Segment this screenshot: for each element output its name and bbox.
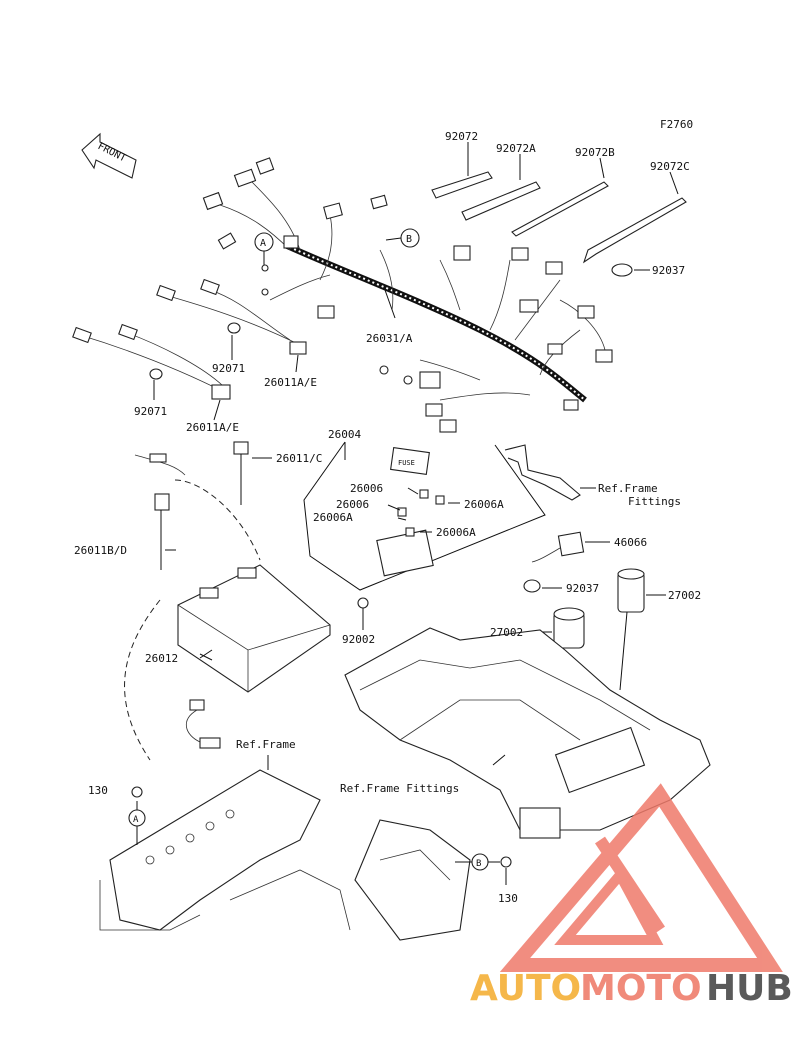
watermark-logo: [499, 783, 783, 972]
label-26006A-2: 26006A: [313, 511, 353, 524]
label-26012: 26012: [145, 652, 178, 665]
label-130-left: 130: [88, 784, 108, 797]
fuse-text: FUSE: [398, 459, 415, 467]
cable-tie-92072: [431, 142, 493, 199]
label-27002-right: 27002: [668, 589, 701, 602]
label-92071-b: 92071: [134, 405, 167, 418]
callout-a-top-text: A: [260, 238, 266, 249]
label-26004: 26004: [328, 428, 361, 441]
label-130-right: 130: [498, 892, 518, 905]
callout-b-bottom-text: B: [476, 859, 481, 869]
watermark-text: AUTO MOTO HUB: [470, 968, 793, 1009]
watermark-triangle-icon: [499, 783, 783, 972]
front-arrow-icon: FRONT: [81, 132, 137, 179]
lead-26011C: [233, 441, 272, 505]
relay-46066: [531, 531, 610, 563]
clamp-92037-top: [611, 263, 650, 277]
label-ref-frame-fittings-2: Fittings: [628, 495, 681, 508]
main-harness-26031: [202, 157, 613, 433]
buzzer-27002-left: [534, 607, 585, 649]
bracket-frame-fittings: [504, 444, 596, 501]
label-26011C: 26011/C: [276, 452, 322, 465]
battery-26012: [177, 564, 331, 693]
watermark-auto: AUTO: [470, 968, 581, 1009]
callout-a-bottom-text: A: [133, 815, 139, 825]
main-frame: [99, 755, 471, 941]
diagram-code: F2760: [660, 118, 693, 131]
callout-a-top: A: [254, 232, 274, 265]
label-26031A: 26031/A: [366, 332, 413, 345]
label-92002: 92002: [342, 633, 375, 646]
label-92072: 92072: [445, 130, 478, 143]
callout-b-top: B: [385, 228, 420, 248]
callout-b-top-text: B: [406, 234, 412, 245]
lead-26011BD: [124, 453, 261, 761]
cable-tie-92072C: [582, 171, 687, 264]
part-labels: 92072 92072A 92072B 92072C 92037 26031/A…: [74, 130, 701, 905]
cable-tie-92072A: [461, 154, 541, 221]
cable-tie-92072B: [511, 157, 609, 237]
label-26011BD: 26011B/D: [74, 544, 127, 557]
sub-harness-lower: [72, 323, 231, 400]
bolt-92002: [357, 597, 369, 630]
label-92071-a: 92071: [212, 362, 245, 375]
label-92037-top: 92037: [652, 264, 685, 277]
label-26006A-3: 26006A: [436, 526, 476, 539]
label-92072A: 92072A: [496, 142, 536, 155]
label-ref-frame-fittings-1: Ref.Frame: [598, 482, 658, 495]
label-ref-frame-fittings-bottom: Ref.Frame Fittings: [340, 782, 459, 795]
callout-a-bottom: A: [128, 786, 146, 845]
callout-b-bottom: B: [455, 853, 512, 885]
label-92072B: 92072B: [575, 146, 615, 159]
sub-harness-upper: [156, 278, 307, 355]
watermark-moto: MOTO: [580, 968, 702, 1009]
label-92072C: 92072C: [650, 160, 690, 173]
buzzer-27002-right: [617, 568, 666, 691]
watermark-hub: HUB: [706, 968, 793, 1009]
label-26006A-1: 26006A: [464, 498, 504, 511]
clamp-92037-mid: [523, 579, 562, 593]
leader-lines: [153, 289, 460, 659]
label-27002-left: 27002: [490, 626, 523, 639]
label-26006: 26006: [350, 482, 383, 495]
label-ref-frame: Ref.Frame: [236, 738, 296, 751]
fuse-box-26004: FUSE: [303, 441, 546, 591]
battery-lead: [186, 699, 221, 749]
label-26011AE-a: 26011A/E: [264, 376, 317, 389]
label-46066: 46066: [614, 536, 647, 549]
label-26011AE-b: 26011A/E: [186, 421, 239, 434]
label-92037-mid: 92037: [566, 582, 599, 595]
label-26006-2: 26006: [336, 498, 369, 511]
rear-frame-fittings: [344, 627, 711, 839]
